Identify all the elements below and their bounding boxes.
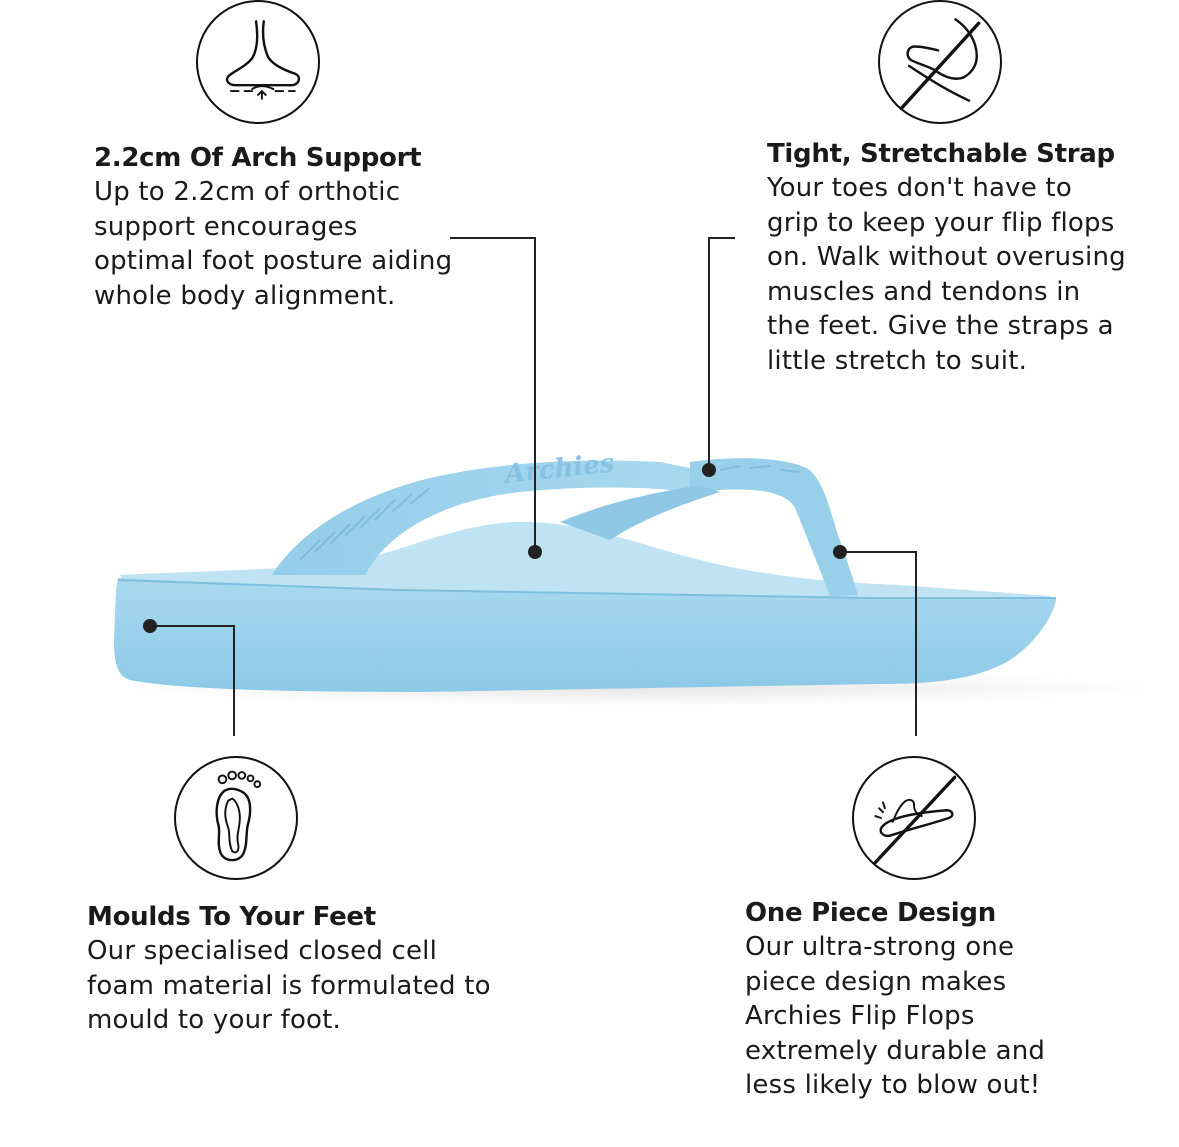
leader-dot-strap	[702, 463, 716, 477]
feature-moulds-to-feet: Moulds To Your Feet Our specialised clos…	[87, 900, 507, 1038]
no-blowout-icon	[852, 756, 976, 880]
feature-title: Tight, Stretchable Strap	[767, 139, 1115, 169]
product-shadow	[120, 670, 1160, 706]
feature-one-piece-design: One Piece Design Our ultra-strong one pi…	[745, 896, 1085, 1103]
leader-line-strap	[708, 237, 735, 470]
feature-description: Our ultra-strong one piece design makes …	[745, 932, 1046, 1100]
feature-description: Our specialised closed cell foam materia…	[87, 936, 491, 1035]
feature-title: One Piece Design	[745, 898, 996, 928]
flip-flop-strap-right	[690, 458, 858, 596]
feature-arch-support: 2.2cm Of Arch Support Up to 2.2cm of ort…	[94, 141, 454, 313]
flip-flop-footbed	[120, 521, 1056, 602]
leader-line-arch	[450, 237, 536, 552]
strap-embossing	[299, 465, 801, 561]
foot-arch-icon	[196, 0, 320, 124]
leader-line-onepiece	[840, 551, 917, 736]
leader-dot-arch	[528, 545, 542, 559]
flip-flop-sole	[114, 578, 1056, 692]
no-toe-grip-icon	[878, 0, 1002, 124]
leader-line-moulds	[150, 625, 235, 736]
feature-title: 2.2cm Of Arch Support	[94, 143, 422, 173]
leader-dot-moulds	[143, 619, 157, 633]
leader-dot-onepiece	[833, 545, 847, 559]
feature-title: Moulds To Your Feet	[87, 902, 376, 932]
feature-description: Your toes don't have to grip to keep you…	[767, 173, 1126, 376]
feature-description: Up to 2.2cm of orthotic support encourag…	[94, 177, 453, 311]
feature-stretchable-strap: Tight, Stretchable Strap Your toes don't…	[767, 137, 1129, 378]
footprint-icon	[174, 756, 298, 880]
flip-flop-strap-left	[272, 460, 700, 575]
brand-embossing: Archies	[501, 448, 617, 490]
